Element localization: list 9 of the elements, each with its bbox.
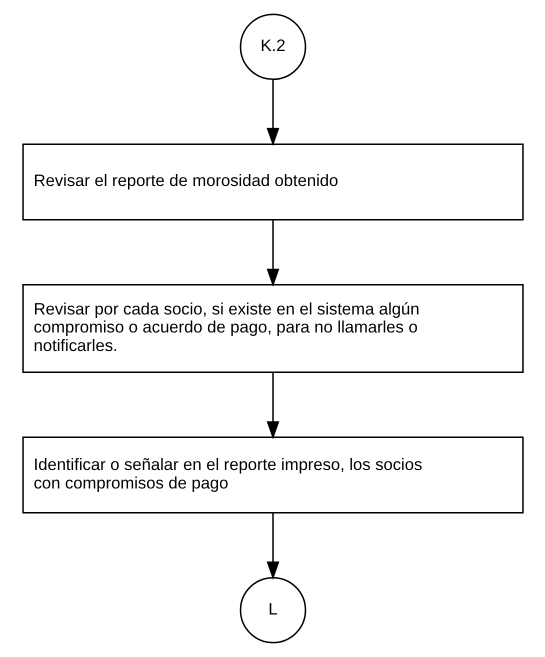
node-box: Revisar el reporte de morosidad obtenido	[22, 143, 524, 220]
arrow	[266, 372, 279, 440]
node-circle: L	[239, 576, 306, 644]
arrow	[266, 80, 279, 146]
node-box: Revisar por cada socio, si existe en el sistema algún compromiso o acuerdo de pago, para no llamarles o notificarles.	[22, 284, 524, 374]
node-circle: K.2	[239, 14, 306, 80]
node-box: Identificar o señalar en el reporte impreso, los socios con compromisos de pago	[22, 436, 524, 514]
arrow	[266, 513, 279, 580]
arrow	[266, 220, 279, 287]
